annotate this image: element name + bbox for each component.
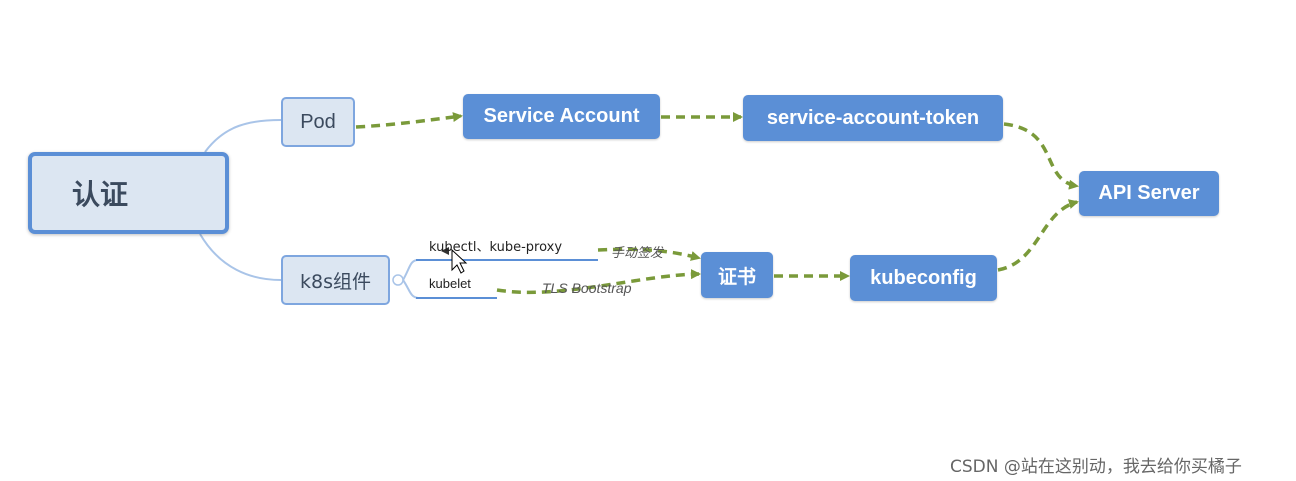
node-kubeconfig[interactable]: kubeconfig	[850, 255, 997, 301]
branch-k8s-kubectl	[402, 259, 419, 281]
edge-label-tls-bootstrap: TLS Bootstrap	[542, 280, 632, 296]
arrow-token-to-api-server	[1003, 122, 1079, 190]
mouse-cursor-icon	[441, 247, 468, 274]
branch-k8s-kubelet	[402, 279, 419, 299]
label-kubelet[interactable]: kubelet	[429, 276, 471, 291]
branch-root-pod	[204, 119, 282, 153]
label-kubectl-kube-proxy[interactable]: kubectl、kube-proxy	[429, 240, 563, 255]
arrow-kubeconfig-to-api-server	[997, 199, 1079, 272]
node-pod[interactable]: Pod	[281, 97, 355, 147]
arrow-pod-to-service-account	[355, 112, 463, 129]
node-service-account[interactable]: Service Account	[463, 94, 660, 139]
edge-label-manual-issue: 手动签发	[611, 246, 664, 261]
arrow-kubectl-to-certificate	[597, 247, 701, 261]
node-service-account-token[interactable]: service-account-token	[743, 95, 1003, 141]
node-k8s-components[interactable]: k8s组件	[281, 255, 390, 305]
node-api-server[interactable]: API Server	[1079, 171, 1219, 216]
branch-collapse-toggle[interactable]	[392, 274, 404, 286]
branch-root-k8s	[199, 233, 282, 281]
node-certificate[interactable]: 证书	[701, 252, 773, 298]
arrow-kubelet-to-certificate	[496, 269, 701, 295]
root-node-auth[interactable]: 认证	[28, 152, 229, 234]
watermark-text: CSDN @站在这别动，我去给你买橘子	[950, 457, 1242, 477]
